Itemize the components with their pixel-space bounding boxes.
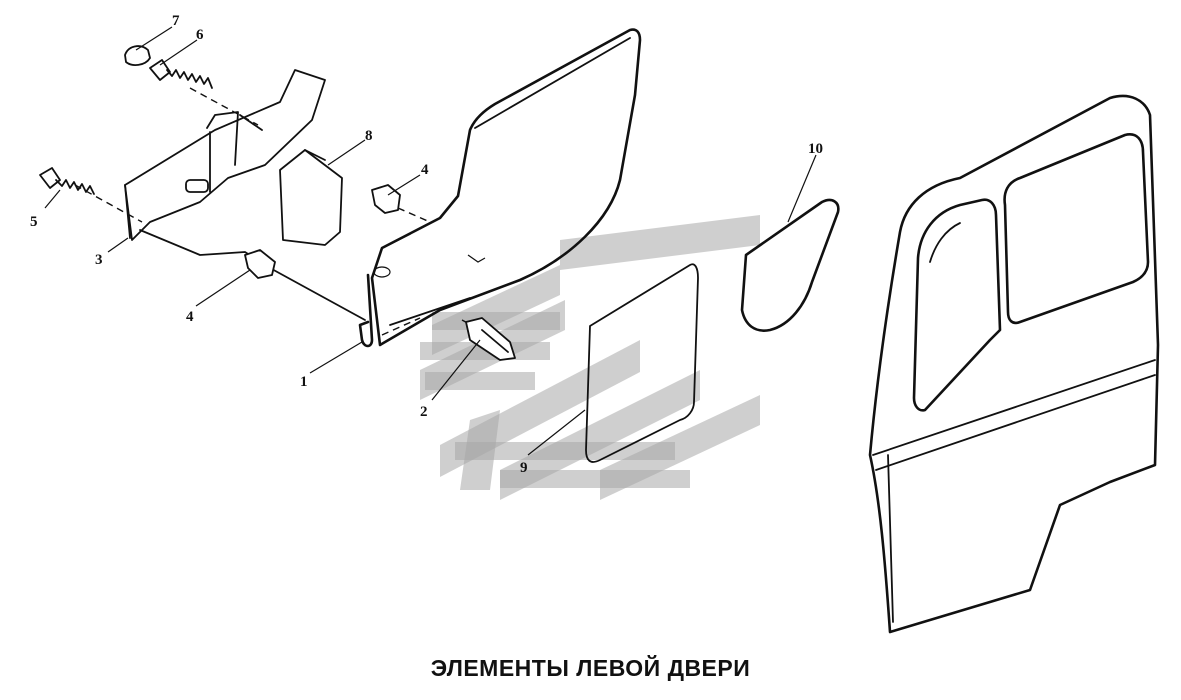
callout-5: 5 — [30, 214, 38, 230]
rod-clip-lower — [244, 249, 276, 279]
cap-7 — [124, 45, 151, 66]
callout-7: 7 — [172, 13, 180, 29]
callout-labels: 1 2 3 4 4 5 6 7 8 9 10 — [30, 13, 823, 476]
door-handle-part — [465, 317, 516, 361]
callout-3: 3 — [95, 252, 103, 268]
callout-1: 1 — [300, 374, 308, 390]
speaker-box — [279, 149, 343, 246]
callout-9: 9 — [520, 460, 528, 476]
small-glass — [740, 198, 840, 332]
screw-6 — [149, 59, 213, 89]
leader-lines — [44, 26, 817, 456]
watermark-logo — [420, 215, 760, 500]
callout-4-lower: 4 — [186, 309, 194, 325]
callout-6: 6 — [196, 27, 204, 43]
door-panel — [868, 94, 1160, 634]
diagram-title: ЭЛЕМЕНТЫ ЛЕВОЙ ДВЕРИ — [430, 655, 751, 681]
callout-10: 10 — [808, 141, 823, 157]
window-glass — [585, 263, 699, 463]
inner-bracket — [124, 69, 326, 241]
callout-8: 8 — [365, 128, 373, 144]
callout-4-upper: 4 — [421, 162, 429, 178]
rod-clip-upper — [371, 184, 401, 214]
callout-2: 2 — [420, 404, 428, 420]
inner-trim-panel — [370, 28, 642, 347]
lock-rod — [139, 229, 366, 321]
lever-bracket — [358, 273, 374, 348]
screw-5 — [39, 167, 95, 195]
